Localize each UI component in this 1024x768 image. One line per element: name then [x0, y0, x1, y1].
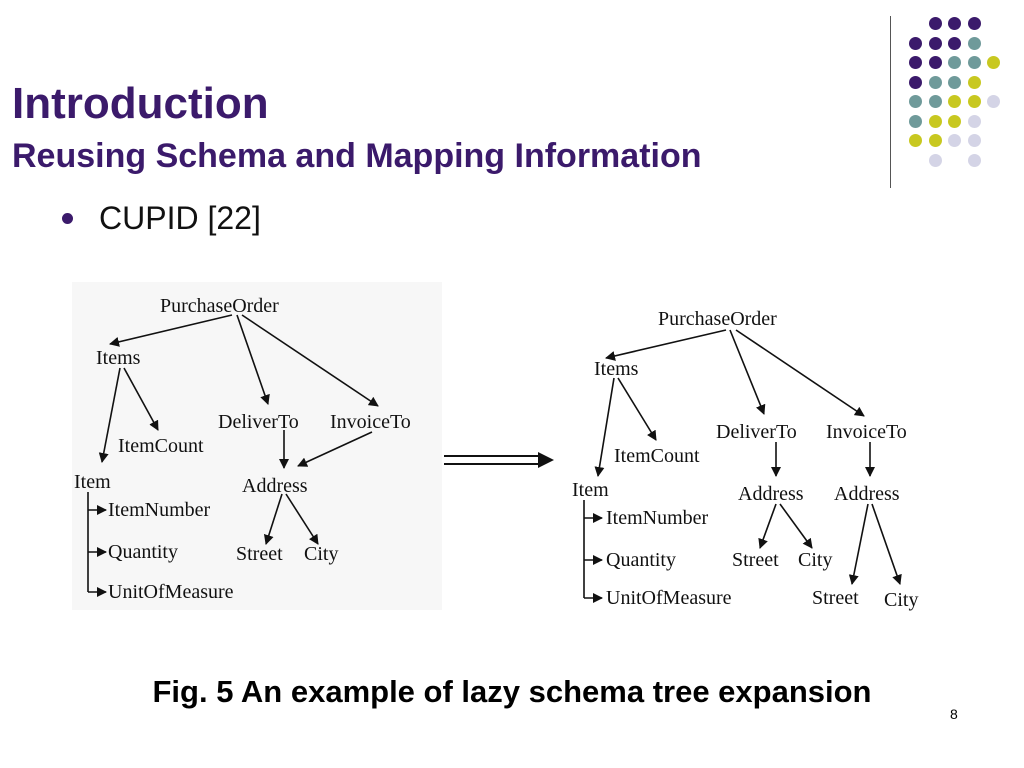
- header-divider: [890, 16, 891, 188]
- node-deliver-to: DeliverTo: [218, 411, 299, 433]
- expansion-arrow-icon: [444, 452, 554, 468]
- decorative-dot: [928, 134, 942, 147]
- node-items: Items: [96, 347, 141, 369]
- node-street-deliver: Street: [732, 549, 779, 571]
- decorative-dot: [967, 95, 981, 108]
- node-items: Items: [594, 358, 639, 380]
- slide-title: Introduction: [12, 79, 269, 128]
- decorative-dot: [948, 95, 961, 108]
- decorative-dot: [909, 56, 922, 69]
- node-address-invoice: Address: [834, 483, 900, 505]
- decorative-dot: [928, 17, 942, 30]
- decorative-dot: [928, 36, 942, 50]
- node-item-number: ItemNumber: [108, 499, 211, 521]
- decorative-dot: [987, 95, 1000, 108]
- decorative-dot: [967, 75, 981, 89]
- node-street: Street: [236, 543, 283, 565]
- node-invoice-to: InvoiceTo: [330, 411, 411, 433]
- decorative-dot: [948, 134, 961, 147]
- decorative-dot: [987, 56, 1000, 69]
- node-quantity: Quantity: [606, 549, 676, 571]
- decorative-dot: [967, 56, 981, 69]
- decorative-dot: [948, 114, 961, 128]
- node-address-deliver: Address: [738, 483, 804, 505]
- node-street-invoice: Street: [812, 587, 859, 609]
- node-purchase-order: PurchaseOrder: [658, 308, 777, 330]
- node-item-number: ItemNumber: [606, 507, 709, 529]
- decorative-dot: [928, 114, 942, 128]
- node-unit-of-measure: UnitOfMeasure: [606, 587, 732, 609]
- slide-number: 8: [950, 706, 958, 722]
- decorative-dot: [948, 36, 961, 50]
- decorative-dot: [967, 114, 981, 128]
- decorative-dot: [967, 17, 981, 30]
- decorative-dot: [909, 75, 922, 89]
- decorative-dot: [909, 114, 922, 128]
- decorative-dot: [948, 56, 961, 69]
- schema-tree-after: PurchaseOrder Items ItemCount DeliverTo …: [566, 300, 936, 618]
- schema-tree-before: PurchaseOrder Items ItemCount DeliverTo …: [72, 282, 442, 610]
- figure-caption: Fig. 5 An example of lazy schema tree ex…: [152, 674, 872, 709]
- decorative-dot: [909, 134, 922, 147]
- bullet-dot-icon: [62, 213, 73, 224]
- decorative-dot: [909, 95, 922, 108]
- node-address: Address: [242, 475, 308, 497]
- node-city-invoice: City: [884, 589, 918, 611]
- node-item-count: ItemCount: [118, 435, 204, 457]
- node-city-deliver: City: [798, 549, 832, 571]
- decorative-dot: [909, 36, 922, 50]
- decorative-dot: [928, 95, 942, 108]
- decorative-dot: [967, 36, 981, 50]
- bullet-item: CUPID [22]: [62, 200, 261, 237]
- node-city: City: [304, 543, 338, 565]
- decorative-dot: [948, 17, 961, 30]
- decorative-dot: [928, 153, 942, 167]
- node-item-count: ItemCount: [614, 445, 700, 467]
- decorative-dot: [967, 153, 981, 167]
- decorative-dot: [967, 134, 981, 147]
- bullet-text: CUPID [22]: [99, 200, 261, 236]
- slide-subtitle: Reusing Schema and Mapping Information: [12, 137, 702, 175]
- decorative-dot: [928, 75, 942, 89]
- node-deliver-to: DeliverTo: [716, 421, 797, 443]
- decorative-dot: [928, 56, 942, 69]
- node-item: Item: [572, 479, 609, 501]
- node-invoice-to: InvoiceTo: [826, 421, 907, 443]
- node-purchase-order: PurchaseOrder: [160, 295, 279, 317]
- node-unit-of-measure: UnitOfMeasure: [108, 581, 234, 603]
- decorative-dot: [948, 75, 961, 89]
- node-item: Item: [74, 471, 111, 493]
- node-quantity: Quantity: [108, 541, 178, 563]
